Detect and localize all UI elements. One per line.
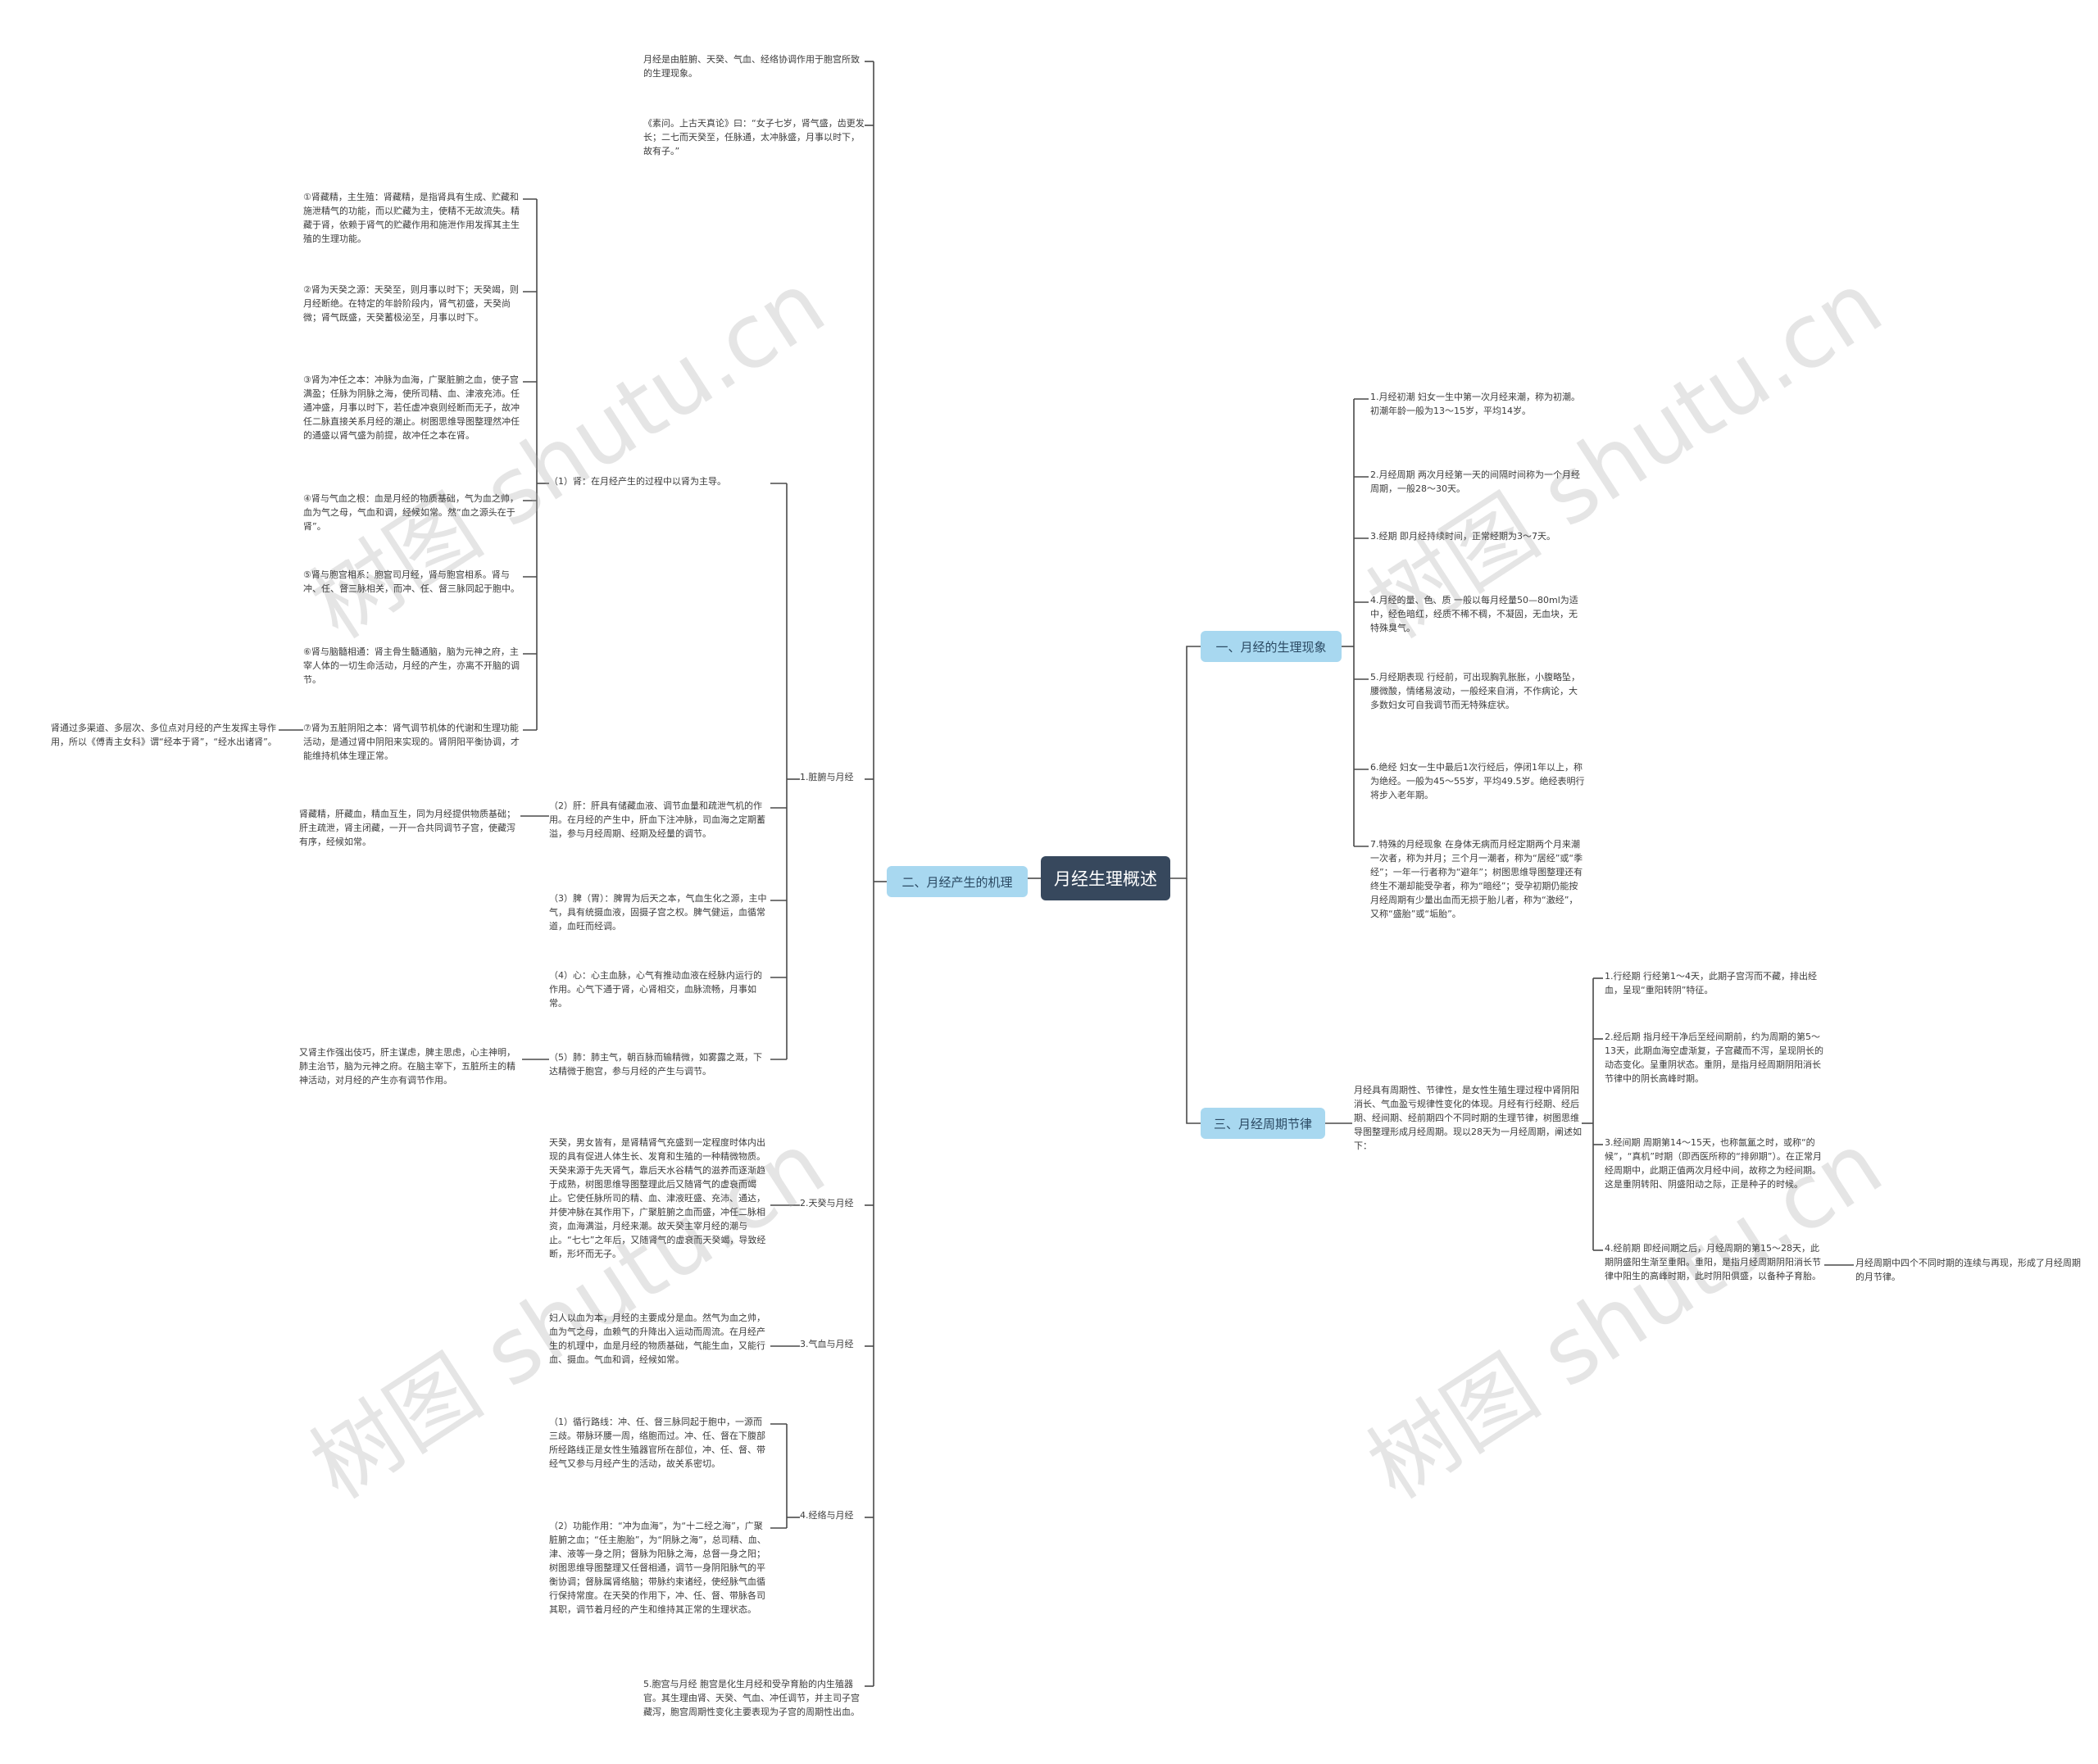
physiology-item[interactable]: 1.月经初潮 妇女一生中第一次月经来潮，称为初潮。初潮年龄一般为13～15岁，平… [1370,392,1580,416]
kidney-point[interactable]: ④肾与气血之根：血是月经的物质基础，气为血之帅，血为气之母，气血和调，经候如常。… [303,493,519,532]
qixue-text[interactable]: 妇人以血为本，月经的主要成分是血。然气为血之帅，血为气之母，血赖气的升降出入运动… [549,1313,765,1365]
connector-line [1170,646,1201,879]
physiology-item[interactable]: 7.特殊的月经现象 在身体无病而月经定期两个月来潮一次者，称为并月；三个月一潮者… [1370,839,1583,919]
physiology-item[interactable]: 3.经期 即月经持续时间，正常经期为3～7天。 [1370,531,1555,542]
sub-qixue[interactable]: 3.气血与月经 [800,1339,854,1349]
connector-line [1186,878,1201,1124]
organ-kidney[interactable]: （1）肾：在月经产生的过程中以肾为主导。 [549,476,726,487]
kidney-point[interactable]: ③肾为冲任之本：冲脉为血海，广聚脏腑之血，使子宫满盈；任脉为阴脉之海，使所司精、… [303,374,520,441]
physiology-item[interactable]: 6.绝经 妇女一生中最后1次行经后，停闭1年以上，称为绝经。一般为45～55岁，… [1370,762,1585,800]
kidney-point[interactable]: ①肾藏精，主生殖：肾藏精，是指肾具有生成、贮藏和施泄精气的功能，而以贮藏为主，使… [303,192,520,244]
lung-note[interactable]: 又肾主作强出伎巧，肝主谋虑，脾主思虑，心主神明，肺主治节，脑为元神之府。在脑主宰… [299,1047,515,1086]
liver-note[interactable]: 肾藏精，肝藏血，精血互生，同为月经提供物质基础；肝主疏泄，肾主闭藏，一开一合共同… [299,809,515,847]
cycle-intro[interactable]: 月经具有周期性、节律性，是女性生殖生理过程中肾阴阳消长、气血盈亏规律性变化的体现… [1354,1085,1582,1151]
cycle-note[interactable]: 月经周期中四个不同时期的连续与再现，形成了月经周期的月节律。 [1855,1258,2081,1282]
organ-heart[interactable]: （4）心：心主血脉，心气有推动血液在经脉内运行的作用。心气下通于肾，心肾相交，血… [549,970,762,1009]
branch-cycle-rhythm[interactable]: 三、月经周期节律 [1201,1108,1325,1139]
physiology-item[interactable]: 4.月经的量、色、质 一般以每月经量50—80ml为适中，经色暗红，经质不稀不稠… [1370,595,1578,633]
kidney-point[interactable]: ⑦肾为五脏阴阳之本：肾气调节机体的代谢和生理功能活动，是通过肾中阴阳来实现的。肾… [303,723,520,761]
kidney-note[interactable]: 肾通过多渠道、多层次、多位点对月经的产生发挥主导作用，所以《傅青主女科》谓“经本… [51,723,277,747]
sub-baogong[interactable]: 5.胞宫与月经 胞宫是化生月经和受孕育胎的内生殖器官。其生理由肾、天癸、气血、冲… [643,1679,860,1717]
sub-zangfu[interactable]: 1.脏腑与月经 [800,772,854,782]
sub-jingluo[interactable]: 4.经络与月经 [800,1510,854,1521]
organ-liver[interactable]: （2）肝：肝具有储藏血液、调节血量和疏泄气机的作用。在月经的产生中，肝血下注冲脉… [549,800,765,839]
cycle-phase[interactable]: 2.经后期 指月经干净后至经间期前，约为周期的第5～13天，此期血海空虚渐复，子… [1605,1032,1823,1084]
mechanism-intro[interactable]: 月经是由脏腑、天癸、气血、经络协调作用于胞宫所致的生理现象。 [643,54,860,79]
physiology-item[interactable]: 5.月经期表现 行经前，可出现胸乳胀胀，小腹略坠，腰微酸，情绪易波动，一般经来自… [1370,672,1580,710]
kidney-point[interactable]: ⑥肾与脑髓相通：肾主骨生髓通脑，脑为元神之府，主宰人体的一切生命活动，月经的产生… [303,646,520,685]
jingluo-function[interactable]: （2）功能作用：“冲为血海”，为“十二经之海”，广聚脏腑之血；“任主胞胎”，为“… [549,1521,766,1615]
cycle-phase[interactable]: 3.经间期 周期第14～15天，也称氤氲之时，或称“的候”，“真机”时期（即西医… [1605,1137,1822,1190]
organ-lung[interactable]: （5）肺：肺主气，朝百脉而输精微，如雾露之溉，下达精微于胞宫，参与月经的产生与调… [549,1052,762,1077]
tiangui-text[interactable]: 天癸，男女皆有，是肾精肾气充盛到一定程度时体内出现的具有促进人体生长、发育和生殖… [549,1137,766,1259]
root-topic[interactable]: 月经生理概述 [1041,856,1170,900]
organ-spleen[interactable]: （3）脾（胃）：脾胃为后天之本，气血生化之源，主中气，具有统摄血液，固摄子宫之权… [549,893,767,932]
sub-tiangui[interactable]: 2.天癸与月经 [800,1198,854,1208]
kidney-point[interactable]: ⑤肾与胞宫相系：胞宫司月经，肾与胞宫相系。肾与冲、任、督三脉相关，而冲、任、督三… [303,569,520,594]
kidney-point[interactable]: ②肾为天癸之源：天癸至，则月事以时下；天癸竭，则月经断绝。在特定的年龄阶段内，肾… [303,284,519,323]
cycle-phase[interactable]: 1.行经期 行经第1～4天，此期子宫泻而不藏，排出经血，呈现“重阳转阴”特征。 [1605,971,1817,995]
physiology-item[interactable]: 2.月经周期 两次月经第一天的间隔时间称为一个月经周期，一般28～30天。 [1370,469,1580,494]
branch-physiology[interactable]: 一、月经的生理现象 [1201,631,1342,662]
mechanism-quote[interactable]: 《素问。上古天真论》曰：“女子七岁，肾气盛，齿更发长；二七而天癸至，任脉通，太冲… [643,118,865,156]
cycle-phase[interactable]: 4.经前期 即经间期之后，月经周期的第15～28天，此期阴盛阳生渐至重阳。重阳，… [1605,1243,1821,1281]
branch-mechanism[interactable]: 二、月经产生的机理 [887,866,1028,897]
jingluo-route[interactable]: （1）循行路线：冲、任、督三脉同起于胞中，一源而三歧。带脉环腰一周，络胞而过。冲… [549,1417,765,1469]
